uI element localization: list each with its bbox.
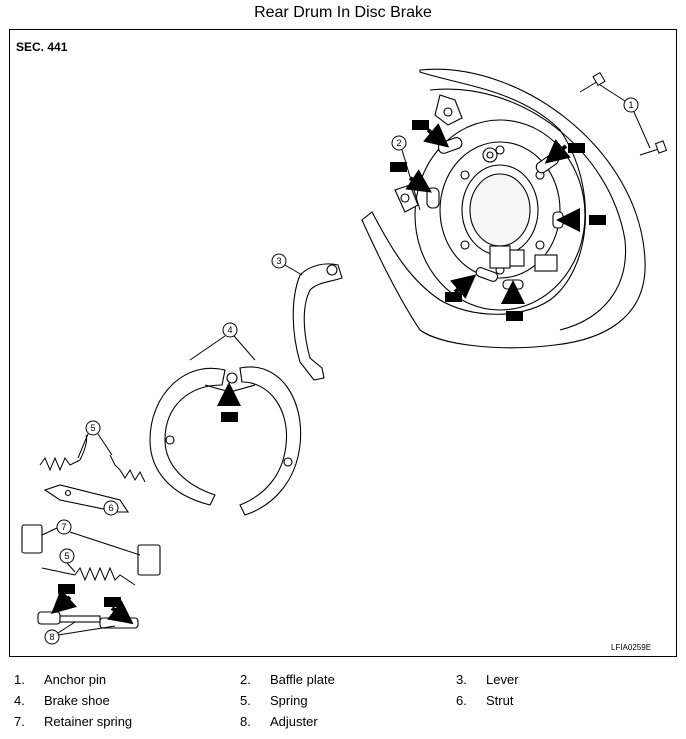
grease-arrows [51,123,580,625]
springs [39,434,146,586]
svg-text:3: 3 [276,256,281,266]
callout-3: 3 [271,253,303,276]
anchor-pins [579,71,668,156]
callout-5a: 5 [77,420,113,459]
callout-2: 2 [391,135,421,211]
callout-4: 4 [189,322,256,361]
svg-text:6: 6 [108,503,113,513]
svg-text:7: 7 [61,522,66,532]
diagram-title: Rear Drum In Disc Brake [254,4,432,21]
diagram-frame [9,29,677,657]
svg-text:4: 4 [227,325,232,335]
svg-text:8: 8 [49,632,54,642]
callout-1: 1 [599,84,651,149]
lever [292,263,343,381]
callout-6: 6 [103,500,119,516]
svg-text:1: 1 [628,100,633,110]
grease-symbols [58,120,606,607]
callout-8: 8 [44,621,116,645]
svg-text:5: 5 [90,423,95,433]
figure-code: LFIA0259E [611,643,652,652]
callout-5b: 5 [59,548,76,573]
callouts: 1 2 3 4 5 6 [41,84,651,645]
svg-text:5: 5 [64,551,69,561]
section-label: SEC. 441 [16,40,68,54]
baffle-plate [361,68,646,349]
callout-7: 7 [41,519,141,556]
brake-shoes [149,366,302,516]
retainer-springs [21,524,161,576]
svg-text:2: 2 [396,138,401,148]
